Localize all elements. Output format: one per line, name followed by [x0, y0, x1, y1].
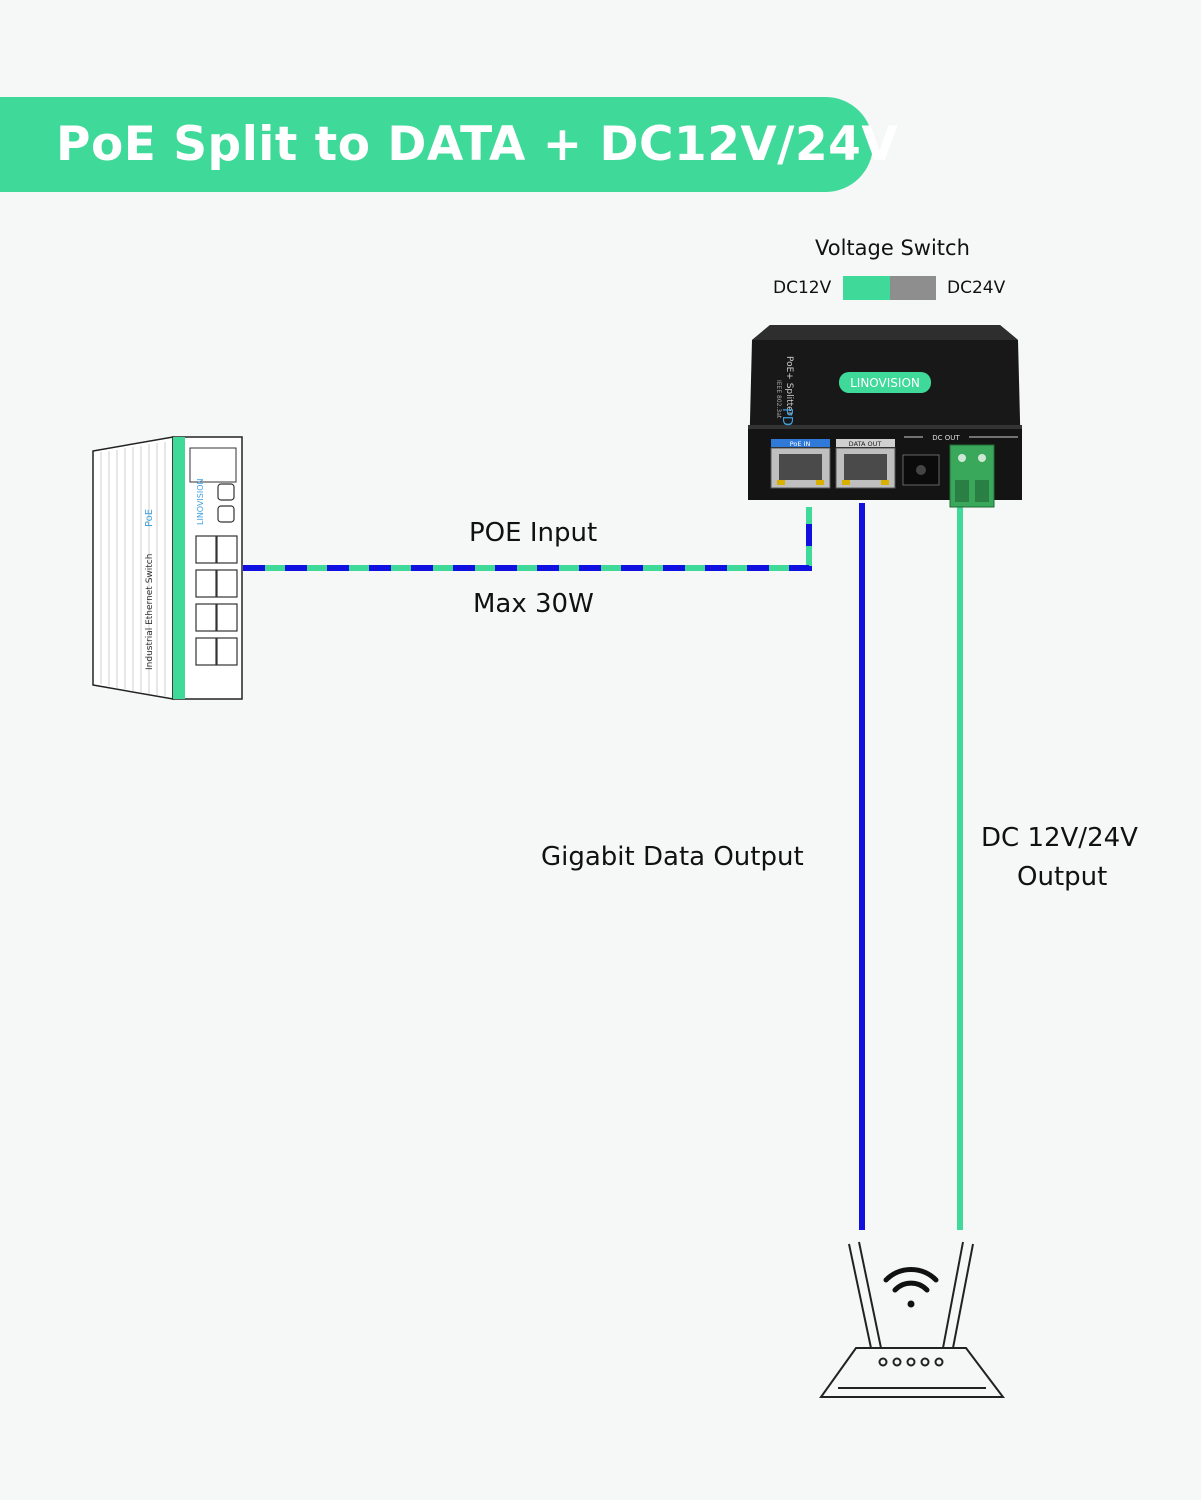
data-output-label: Gigabit Data Output [541, 842, 804, 872]
port-data-out-label: DATA OUT [849, 440, 882, 448]
poe-input-cable [243, 507, 812, 571]
page-title: PoE Split to DATA + DC12V/24V [56, 117, 899, 172]
wifi-icon [883, 1267, 939, 1308]
dc-output-label-line2: Output [1017, 862, 1108, 892]
switch-poe-text: PoE [144, 509, 155, 527]
voltage-switch-toggle [843, 276, 936, 300]
splitter-product-label: PoE+ Splitter [784, 356, 794, 416]
voltage-switch-inactive-segment [890, 276, 936, 300]
switch-brand-text: LINOVISION [196, 478, 205, 525]
splitter-product-sub: IEEE 802.3at [775, 380, 782, 419]
voltage-switch-title: Voltage Switch [815, 236, 970, 260]
voltage-switch-active-segment [843, 276, 890, 300]
title-banner: PoE Split to DATA + DC12V/24V [0, 97, 898, 192]
port-dc-out-label: DC OUT [932, 434, 960, 442]
splitter-brand-badge [839, 372, 931, 393]
switch-model-text: Industrial Ethernet Switch [145, 554, 155, 670]
port-poe-in-label: PoE IN [790, 440, 811, 448]
voltage-switch-left-label: DC12V [773, 278, 832, 298]
wifi-router-device [819, 1241, 1006, 1398]
voltage-switch-right-label: DC24V [947, 278, 1006, 298]
dc-output-label-line1: DC 12V/24V [981, 823, 1138, 853]
poe-splitter-device: LINOVISION PoE+ Splitter IEEE 802.3at PD… [748, 325, 1022, 508]
splitter-brand-text: LINOVISION [850, 376, 920, 390]
splitter-product-mark: PD [779, 408, 794, 426]
industrial-switch-device: LINOVISION Industrial Ethernet Switch Po… [92, 436, 243, 700]
max-power-label: Max 30W [473, 589, 594, 619]
poe-input-label: POE Input [469, 518, 598, 548]
